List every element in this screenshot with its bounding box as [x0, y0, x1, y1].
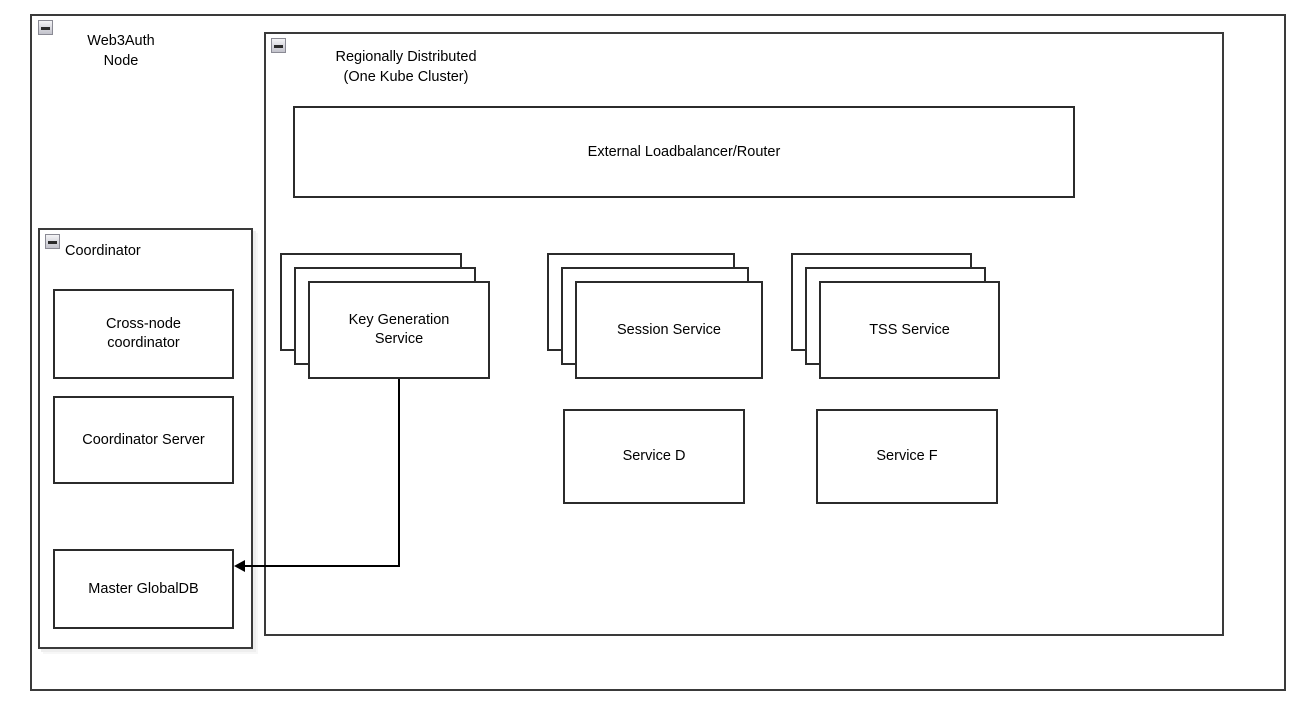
- stack-layer-front[interactable]: TSS Service: [819, 281, 1000, 379]
- stack-layer-front[interactable]: Key Generation Service: [308, 281, 490, 379]
- group-label-web3auth-node: Web3Auth Node: [87, 33, 155, 69]
- edge-keygen-to-masterdb-arrowhead: [234, 560, 245, 572]
- node-coordinator-server[interactable]: Coordinator Server: [53, 396, 234, 484]
- node-external-loadbalancer[interactable]: External Loadbalancer/Router: [293, 106, 1075, 198]
- stack-layer-front[interactable]: Session Service: [575, 281, 763, 379]
- node-service-d[interactable]: Service D: [563, 409, 745, 504]
- group-label-regionally-distributed: Regionally Distributed (One Kube Cluster…: [335, 49, 477, 85]
- node-cross-node-coordinator[interactable]: Cross-node coordinator: [53, 289, 234, 379]
- node-key-generation-service[interactable]: Key Generation Service: [280, 253, 490, 379]
- edge-keygen-to-masterdb-vertical: [398, 379, 400, 567]
- node-session-service[interactable]: Session Service: [547, 253, 763, 379]
- node-master-globaldb[interactable]: Master GlobalDB: [53, 549, 234, 629]
- group-label-coordinator: Coordinator: [65, 243, 141, 259]
- edge-keygen-to-masterdb-horizontal: [240, 565, 400, 567]
- collapse-minus-icon-regionally-distributed[interactable]: [271, 38, 286, 53]
- collapse-minus-icon-web3auth-node[interactable]: [38, 20, 53, 35]
- node-service-f[interactable]: Service F: [816, 409, 998, 504]
- node-tss-service[interactable]: TSS Service: [791, 253, 1000, 379]
- collapse-minus-icon-coordinator[interactable]: [45, 234, 60, 249]
